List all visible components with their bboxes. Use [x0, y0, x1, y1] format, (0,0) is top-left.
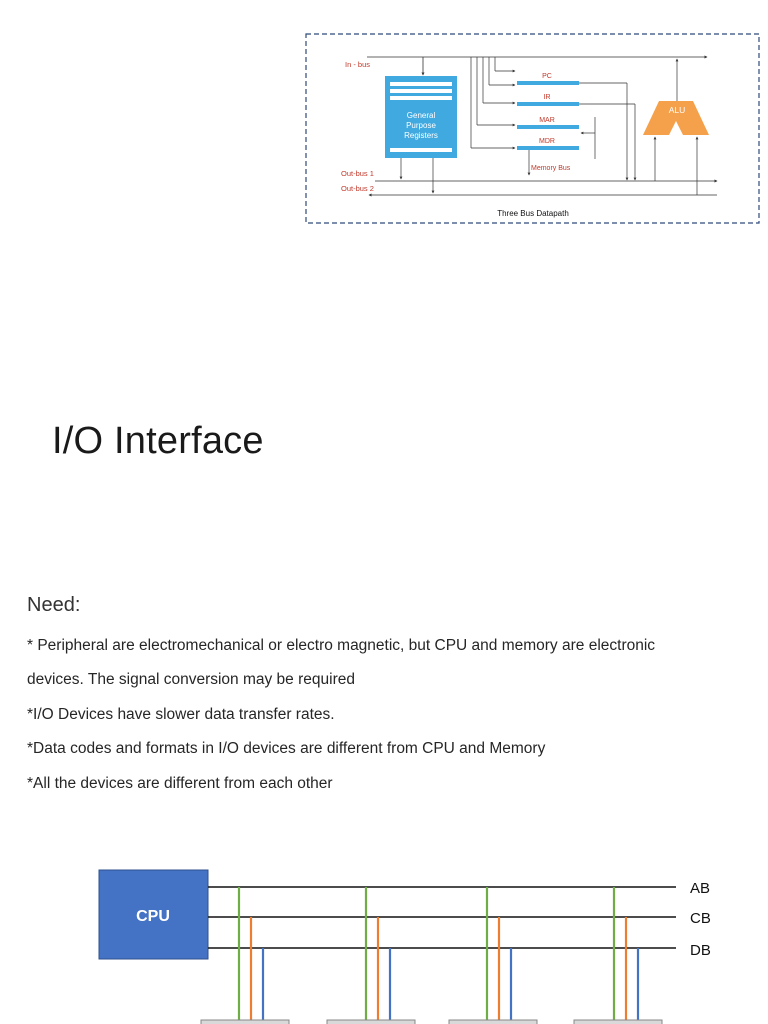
- data-bus-label: DB: [690, 942, 711, 959]
- device-tap-2: [326, 887, 416, 1024]
- body-line: *I/O Devices have slower data transfer r…: [27, 706, 335, 723]
- ir-label: IR: [544, 94, 551, 101]
- body-line: devices. The signal conversion may be re…: [27, 671, 355, 688]
- register-slot: [390, 89, 452, 93]
- pc-label: PC: [542, 73, 552, 80]
- out-bus-1-label: Out-bus 1: [341, 169, 374, 178]
- system-bus-diagram: CPU AB CB DB: [98, 869, 711, 1024]
- register-slot: [390, 82, 452, 86]
- registers-label-line-1: General: [407, 111, 436, 120]
- address-bus-label: AB: [690, 880, 710, 897]
- mdr-register: [517, 146, 579, 150]
- body-line: *All the devices are different from each…: [27, 775, 333, 792]
- device-tap-1: [200, 887, 290, 1024]
- datapath-frame: [305, 33, 760, 224]
- registers-label-line-3: Registers: [404, 131, 438, 140]
- slide-title: I/O Interface: [52, 420, 264, 462]
- section-heading-need: Need:: [27, 594, 81, 616]
- body-line: * Peripheral are electromechanical or el…: [27, 637, 656, 654]
- mar-label: MAR: [539, 117, 555, 124]
- ir-register: [517, 102, 579, 106]
- registers-label-line-2: Purpose: [406, 121, 436, 130]
- control-bus-label: CB: [690, 910, 711, 927]
- three-bus-datapath-diagram: In - bus General Purpose Registers PC IR…: [305, 33, 760, 224]
- out-bus-2-label: Out-bus 2: [341, 184, 374, 193]
- alu-block: [643, 101, 709, 135]
- memory-bus-label: Memory Bus: [531, 165, 571, 172]
- alu-label: ALU: [669, 105, 686, 115]
- mdr-label: MDR: [539, 138, 555, 145]
- cpu-block: [98, 869, 209, 960]
- register-slot: [390, 148, 452, 152]
- device-tap-4: [573, 887, 663, 1024]
- cpu-label: CPU: [136, 908, 170, 925]
- register-slot: [390, 96, 452, 100]
- datapath-caption: Three Bus Datapath: [497, 209, 569, 218]
- mar-register: [517, 125, 579, 129]
- body-line: *Data codes and formats in I/O devices a…: [27, 740, 546, 757]
- device-tap-3: [448, 887, 538, 1024]
- in-bus-label: In - bus: [345, 60, 370, 69]
- pc-register: [517, 81, 579, 85]
